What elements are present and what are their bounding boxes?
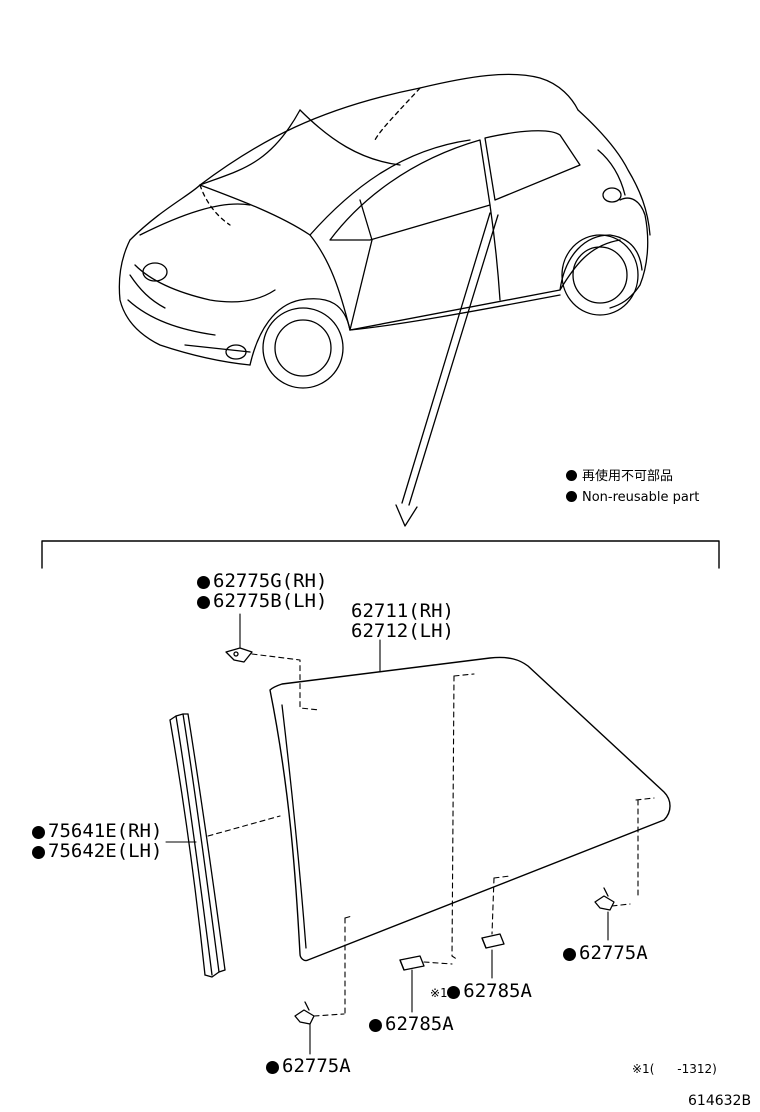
- bullet-icon: [566, 491, 577, 502]
- non-reusable-dot-icon: [197, 576, 210, 589]
- note-mark: ※1: [430, 986, 448, 1000]
- weatherstrip: [169, 713, 226, 978]
- clip-bottom: [294, 1001, 315, 1025]
- part-number: 75641E(RH): [48, 820, 163, 842]
- legend-en: Non-reusable part: [566, 491, 699, 504]
- quarter-window-glass: [269, 656, 671, 962]
- label-weatherstrip-rh: 75641E(RH): [32, 822, 162, 841]
- non-reusable-dot-icon: [369, 1019, 382, 1032]
- non-reusable-dot-icon: [447, 986, 461, 999]
- part-number: 62775A: [282, 1055, 351, 1077]
- non-reusable-dot-icon: [266, 1061, 279, 1074]
- non-reusable-dot-icon: [32, 846, 45, 859]
- label-clip-a-bottom: 62775A: [266, 1057, 351, 1076]
- label-clip-a-right: 62775A: [563, 944, 648, 963]
- group-bracket: [41, 540, 720, 569]
- spacer-upper: [481, 933, 505, 949]
- legend-jp: 再使用不可部品: [566, 470, 673, 483]
- legend-en-text: Non-reusable part: [582, 490, 700, 505]
- pointer-arrow: [395, 212, 499, 527]
- label-glass-lh: 62712(LH): [351, 622, 454, 641]
- clip-upper: [225, 647, 253, 663]
- part-number: 62711(RH): [351, 600, 454, 622]
- non-reusable-dot-icon: [32, 826, 45, 839]
- part-number: 62785A: [463, 980, 532, 1002]
- bullet-icon: [566, 470, 577, 481]
- non-reusable-dot-icon: [563, 948, 576, 961]
- part-number: 62785A: [385, 1013, 454, 1035]
- label-spacer-upper: ※1 62785A: [430, 982, 532, 1001]
- label-clip-upper-lh: 62775B(LH): [197, 592, 327, 611]
- part-number: 62712(LH): [351, 620, 454, 642]
- label-clip-upper-rh: 62775G(RH): [197, 572, 327, 591]
- spacer-lower: [399, 955, 425, 971]
- legend-jp-text: 再使用不可部品: [582, 469, 674, 484]
- car-illustration: [118, 73, 651, 389]
- part-number: 62775G(RH): [213, 570, 328, 592]
- non-reusable-dot-icon: [197, 596, 210, 609]
- footnote-mark: ※1: [632, 1062, 650, 1076]
- part-number: 75642E(LH): [48, 840, 163, 862]
- label-glass-rh: 62711(RH): [351, 602, 454, 621]
- footnote: ※1( -1312): [632, 1063, 717, 1075]
- label-weatherstrip-lh: 75642E(LH): [32, 842, 162, 861]
- part-number: 62775B(LH): [213, 590, 328, 612]
- diagram-id: 614632B: [688, 1093, 752, 1109]
- footnote-range: ( -1312): [649, 1062, 717, 1076]
- part-number: 62775A: [579, 942, 648, 964]
- clip-right: [594, 887, 615, 911]
- label-spacer-lower: 62785A: [369, 1015, 454, 1034]
